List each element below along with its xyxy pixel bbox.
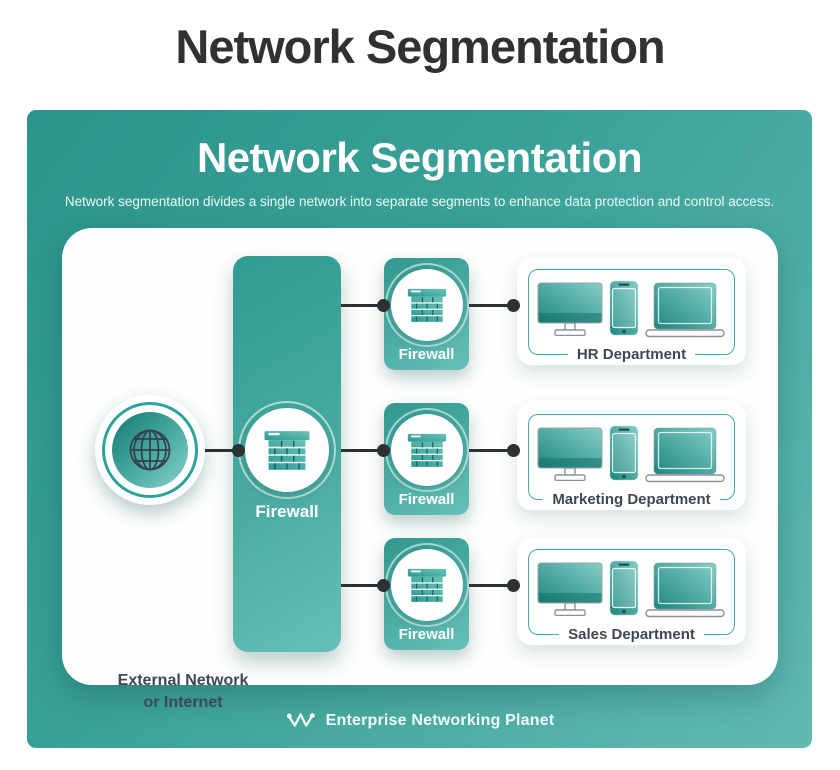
- diagram-card: External Network or Internet: [62, 228, 778, 711]
- dept-label: HR Department: [517, 346, 746, 363]
- connector-dot: [506, 443, 520, 457]
- infographic-subtitle: Network segmentation divides a single ne…: [64, 194, 775, 209]
- connector-globe-firewall: [202, 448, 240, 452]
- external-network-node: External Network or Internet: [95, 395, 248, 711]
- dept-card-sales: Sales Department: [517, 538, 746, 645]
- laptop-icon: [645, 282, 725, 338]
- connector-firewall-branch-2: [339, 448, 385, 452]
- globe-icon: [112, 412, 188, 488]
- branch-firewall-1: Firewall: [384, 258, 469, 370]
- phone-icon: [609, 425, 639, 481]
- connector-firewall-branch-1: [339, 303, 385, 307]
- connector-firewall-branch-3: [339, 583, 385, 587]
- desktop-icon: [537, 562, 603, 616]
- infographic-title: Network Segmentation: [196, 134, 643, 181]
- connector-branch-dept-1: [467, 303, 515, 307]
- connector-dot: [506, 298, 520, 312]
- page-heading: Network Segmentation: [0, 0, 840, 110]
- brand-name: Enterprise Networking Planet: [325, 711, 555, 729]
- main-firewall-node: Firewall: [233, 256, 341, 652]
- external-network-label: External Network or Internet: [117, 672, 249, 711]
- desktop-icon: [537, 427, 603, 481]
- connector-dot: [376, 298, 390, 312]
- infographic-panel: Network Segmentation Network segmentatio…: [27, 110, 812, 748]
- connector-branch-dept-2: [467, 448, 515, 452]
- phone-icon: [609, 280, 639, 336]
- phone-icon: [609, 560, 639, 616]
- branch-firewall-label: Firewall: [398, 626, 455, 643]
- globe-ring: [102, 402, 198, 498]
- firewall-icon: [390, 414, 463, 486]
- firewall-icon: [390, 549, 463, 621]
- connector-dot: [376, 443, 390, 457]
- desktop-icon: [537, 282, 603, 336]
- main-firewall-label: Firewall: [255, 502, 319, 521]
- dept-card-marketing: Marketing Department: [517, 403, 746, 510]
- laptop-icon: [645, 562, 725, 618]
- connector-branch-dept-3: [467, 583, 515, 587]
- laptop-icon: [645, 427, 725, 483]
- branch-firewall-3: Firewall: [384, 538, 469, 650]
- branch-firewall-label: Firewall: [398, 491, 455, 508]
- branch-firewall-label: Firewall: [398, 346, 455, 363]
- firewall-icon: [245, 408, 329, 492]
- connector-dot: [376, 578, 390, 592]
- connector-dot: [506, 578, 520, 592]
- dept-label: Sales Department: [517, 626, 746, 643]
- connector-dot: [231, 443, 245, 457]
- branch-firewall-2: Firewall: [384, 403, 469, 515]
- footer-brand: Enterprise Networking Planet: [27, 709, 812, 732]
- page-title: Network Segmentation: [175, 19, 665, 73]
- dept-card-hr: HR Department: [517, 258, 746, 365]
- dept-label: Marketing Department: [517, 491, 746, 508]
- firewall-icon: [390, 269, 463, 341]
- brand-logo-icon: [286, 713, 315, 727]
